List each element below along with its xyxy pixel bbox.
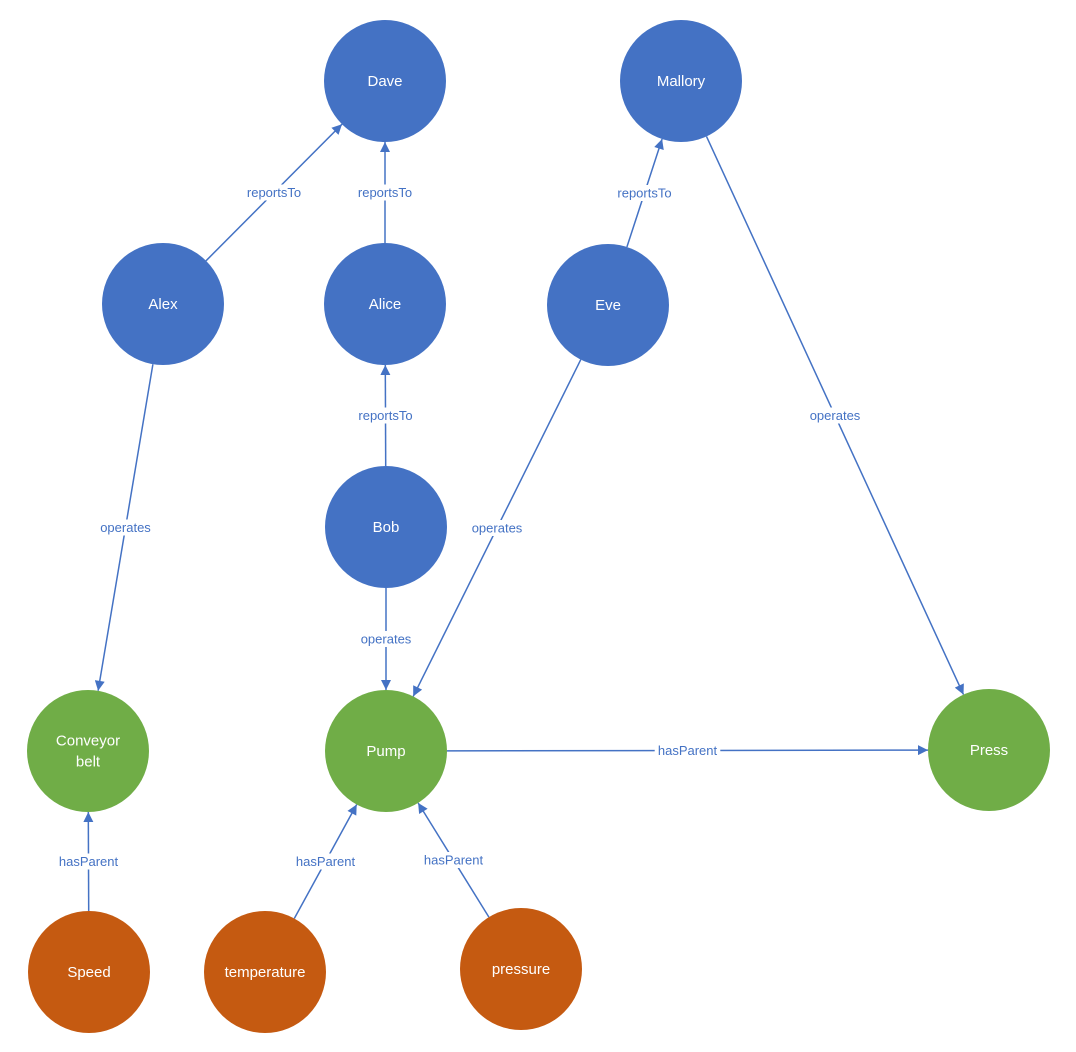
edge-label-bg (654, 742, 721, 759)
edge-label: reportsTo (358, 408, 412, 423)
edge-label: hasParent (658, 743, 718, 758)
node-label: Dave (367, 73, 402, 90)
node-label: Bob (373, 519, 400, 536)
edge-label-bg (292, 853, 359, 870)
edge-label-bg (611, 185, 678, 201)
node-circle[interactable] (28, 911, 150, 1033)
node-circle[interactable] (460, 908, 582, 1030)
edge-label-bg (356, 631, 416, 647)
edge-label-bg (352, 184, 418, 201)
node-pump[interactable]: Pump (325, 690, 447, 812)
edge-labels-layer: reportsTo reportsTo reportsTo reportsTo oper… (55, 184, 865, 870)
edge-label: operates (810, 408, 861, 423)
node-label: Eve (595, 297, 621, 314)
node-label: Pump (366, 743, 405, 760)
node-circle[interactable] (27, 690, 149, 812)
edge-label-bg (420, 852, 487, 868)
edge-label-bg (241, 184, 307, 201)
node-circle[interactable] (547, 244, 669, 366)
node-circle[interactable] (324, 243, 446, 365)
node-circle[interactable] (928, 689, 1050, 811)
node-alex[interactable]: Alex (102, 243, 224, 365)
node-circle[interactable] (204, 911, 326, 1033)
node-eve[interactable]: Eve (547, 244, 669, 366)
node-temperature[interactable]: temperature (204, 911, 326, 1033)
node-alice[interactable]: Alice (324, 243, 446, 365)
node-circle[interactable] (325, 466, 447, 588)
node-circle[interactable] (620, 20, 742, 142)
node-label: Conveyor (56, 733, 120, 750)
node-circle[interactable] (324, 20, 446, 142)
edge-label-bg (55, 853, 122, 870)
edge-label-bg (352, 407, 419, 424)
edge-label: reportsTo (358, 185, 412, 200)
edge-label: operates (100, 520, 151, 535)
edge-label-bg (95, 519, 156, 536)
node-label: Alex (148, 296, 178, 313)
node-label: temperature (225, 964, 306, 981)
node-press[interactable]: Press (928, 689, 1050, 811)
edge-label: operates (472, 521, 523, 536)
node-mallory[interactable]: Mallory (620, 20, 742, 142)
node-label: Mallory (657, 73, 706, 90)
node-label: pressure (492, 961, 550, 978)
node-label: Press (970, 742, 1008, 759)
node-conveyor-belt[interactable]: Conveyor belt (27, 690, 149, 812)
node-label: belt (76, 754, 101, 771)
node-label: Speed (67, 964, 110, 981)
edge-label-bg (805, 407, 865, 424)
edge-label: reportsTo (617, 186, 671, 201)
edge-label: hasParent (59, 854, 119, 869)
node-label: Alice (369, 296, 402, 313)
node-speed[interactable]: Speed (28, 911, 150, 1033)
node-bob[interactable]: Bob (325, 466, 447, 588)
edge-label-bg (467, 520, 527, 536)
edge-label: operates (361, 632, 412, 647)
node-dave[interactable]: Dave (324, 20, 446, 142)
edge-label: hasParent (296, 854, 356, 869)
edge-label: hasParent (424, 853, 484, 868)
node-circle[interactable] (325, 690, 447, 812)
node-pressure[interactable]: pressure (460, 908, 582, 1030)
node-circle[interactable] (102, 243, 224, 365)
edge-label: reportsTo (247, 185, 301, 200)
